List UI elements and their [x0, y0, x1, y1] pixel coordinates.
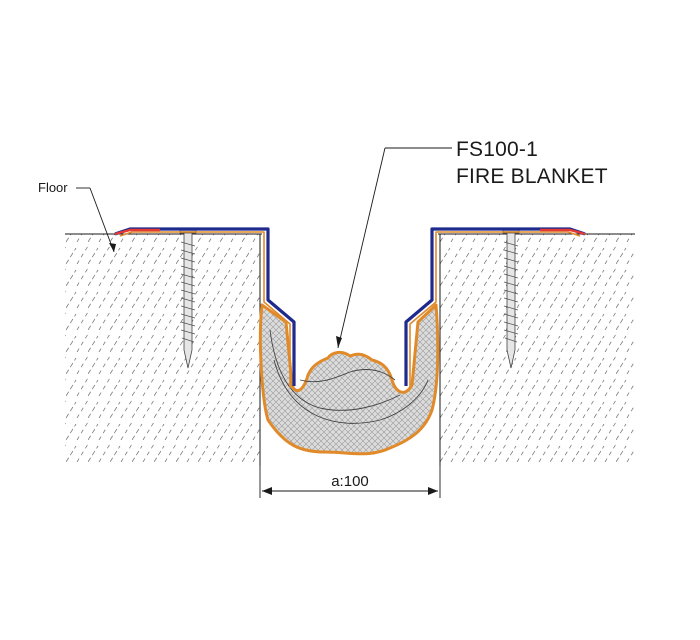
dimension-label: a:100 — [331, 473, 369, 490]
fire-blanket — [258, 303, 440, 456]
right-floor-slab — [438, 233, 635, 466]
product-code-label: FS100-1 — [456, 138, 538, 161]
product-callout: FS100-1 FIRE BLANKET — [336, 138, 608, 349]
right-cover-plate — [404, 227, 586, 388]
floor-callout: Floor — [38, 180, 116, 253]
floor-label: Floor — [38, 180, 68, 195]
left-floor-slab — [65, 233, 262, 466]
width-dimension: a:100 — [259, 466, 441, 498]
product-name-label: FIRE BLANKET — [456, 165, 608, 188]
left-cover-plate — [114, 227, 296, 388]
